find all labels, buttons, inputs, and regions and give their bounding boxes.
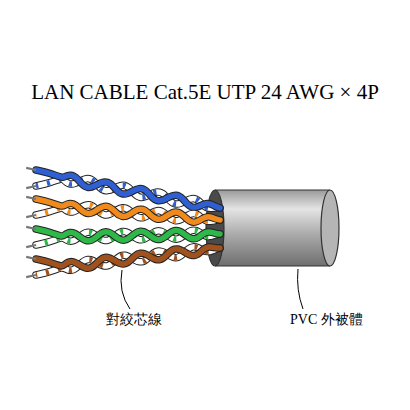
wire-outline	[36, 247, 220, 275]
wire-outline	[36, 229, 220, 241]
conductor-tip	[26, 186, 36, 188]
conductor-tip	[26, 275, 36, 277]
conductor-tip	[26, 245, 36, 247]
wire-insulation	[36, 247, 220, 268]
pvc-jacket	[206, 190, 339, 266]
conductor-tip	[26, 227, 36, 229]
twisted-pairs	[26, 168, 220, 277]
wire-insulation	[36, 229, 220, 241]
conductor-tip	[26, 197, 36, 199]
wire-insulation	[36, 247, 220, 275]
part-label: 對絞芯線	[106, 311, 162, 329]
conductor-tip	[26, 215, 36, 217]
conductor-tip	[26, 257, 36, 259]
conductor-tip	[26, 168, 36, 170]
cable-title: LAN CABLE Cat.5E UTP 24 AWG × 4P	[0, 80, 410, 105]
wire-outline	[36, 199, 220, 222]
part-label: PVC 外被體	[290, 311, 363, 329]
wire-stripe	[36, 247, 220, 275]
leader-lines	[121, 269, 303, 309]
wire-insulation	[36, 199, 220, 222]
wire-outline	[36, 247, 220, 268]
